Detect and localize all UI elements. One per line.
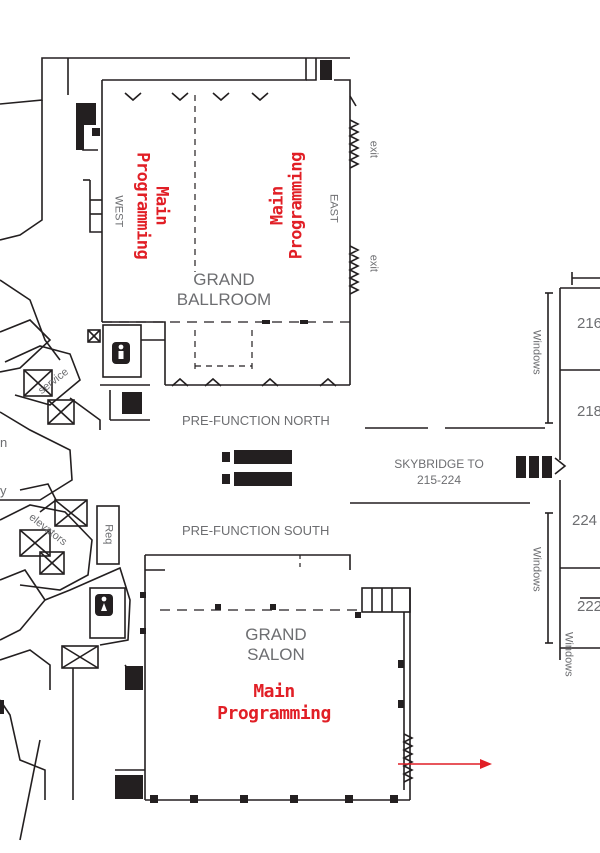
stair [361, 587, 411, 613]
grand-salon-label: GRAND SALON [245, 625, 307, 664]
edge-label: y [0, 483, 7, 498]
room-number-label: 222 [577, 598, 600, 615]
salon-wall [145, 554, 351, 570]
elevator [54, 499, 88, 527]
pre-function-south-label: PRE-FUNCTION SOUTH [182, 523, 330, 538]
main-programming-label: Main Programming [267, 152, 306, 260]
main-programming-label: Main Programming [133, 152, 172, 260]
elevator [39, 551, 65, 575]
ballroom-wall [306, 58, 317, 81]
windows-label: Windows [530, 547, 543, 592]
building-wall [0, 100, 43, 241]
stair [348, 245, 360, 295]
exit-label: exit [367, 254, 380, 272]
restroom-icon [112, 342, 130, 364]
building-wall [0, 57, 350, 105]
ballroom-wall [334, 79, 351, 385]
skybridge-label: SKYBRIDGE TO 215-224 [394, 457, 484, 488]
grand-ballroom-label: GRAND BALLROOM [176, 270, 272, 309]
east-label: EAST [327, 193, 340, 223]
stair [402, 733, 414, 783]
pre-function-north-label: PRE-FUNCTION NORTH [182, 413, 330, 428]
main-programming-label: Main Programming [217, 681, 331, 724]
restroom-block [89, 587, 126, 639]
room-number-label: 218 [577, 403, 600, 420]
req-label: Req [102, 524, 115, 545]
room-number-label: 216 [577, 315, 600, 332]
ballroom-wall [102, 321, 166, 385]
room-number-label: 224 [572, 512, 598, 529]
windows-label: Windows [530, 330, 543, 375]
ballroom-wall [102, 58, 307, 81]
elevator [19, 529, 51, 557]
exit-label: exit [367, 140, 380, 158]
service-crate [23, 369, 53, 397]
windows-label: Windows [562, 632, 575, 677]
restroom-block [102, 324, 142, 378]
service-crate [47, 399, 75, 425]
restroom-icon [95, 594, 113, 616]
stair [348, 119, 360, 169]
edge-label: n [0, 435, 8, 450]
arrow-right-icon [398, 759, 492, 769]
west-label: WEST [112, 195, 125, 228]
